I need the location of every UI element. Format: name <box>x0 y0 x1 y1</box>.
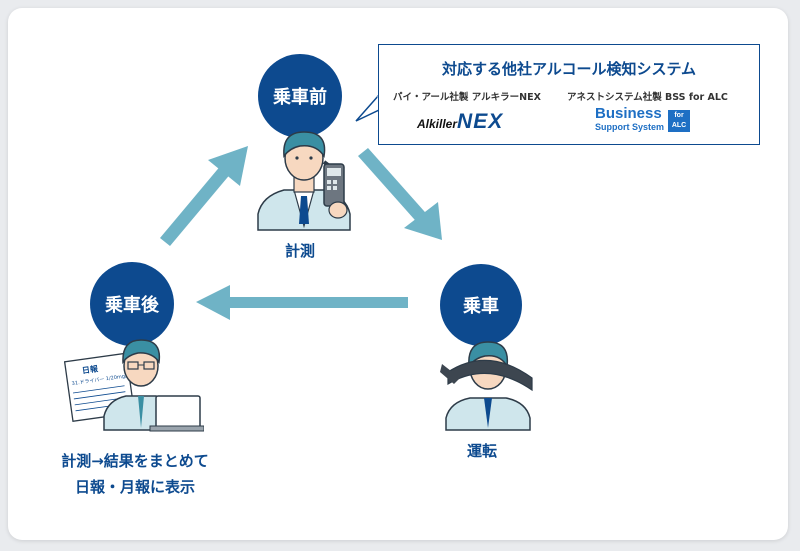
bss-for-alc-logo: Business Support System for ALC <box>595 106 691 133</box>
arrow-before-to-ride <box>358 148 442 240</box>
driver-illustration <box>440 341 533 431</box>
callout-title: 対応する他社アルコール検知システム <box>441 60 697 78</box>
step-after-ride-label: 乗車後 <box>105 295 159 316</box>
product2-caption: アネストシステム社製 BSS for ALC <box>567 92 728 103</box>
person-measuring-illustration <box>257 131 351 231</box>
compatible-systems-callout: 対応する他社アルコール検知システム パイ・アール社製 アルキラーNEX アネスト… <box>378 44 760 145</box>
alkiller-nex-logo: AlkillerNEX <box>417 110 503 134</box>
bss-for-alc-badge: for ALC <box>668 110 691 132</box>
report-label-line2: 日報・月報に表示 <box>74 478 195 496</box>
bss-logo-line2: Support System <box>595 122 665 132</box>
report-sheet-title: 日報 <box>81 363 99 375</box>
drive-label: 運転 <box>466 442 497 460</box>
alkiller-logo-prefix: Alkiller <box>417 117 458 131</box>
bss-badge-for: for <box>674 112 684 119</box>
step-after-ride-badge: 乗車後 <box>90 262 174 346</box>
step-before-ride-badge: 乗車前 <box>258 54 342 138</box>
arrow-ride-to-after <box>196 285 408 320</box>
bss-logo-line1: Business <box>595 105 662 122</box>
product1-caption: パイ・アール社製 アルキラーNEX <box>393 92 541 103</box>
office-report-illustration: 日報 31.ドライバー 1/20mg/ℓ <box>64 339 204 432</box>
bss-badge-alc: ALC <box>671 122 687 129</box>
bss-logo-text: Business Support System <box>595 106 664 133</box>
measure-label: 計測 <box>284 242 315 260</box>
step-before-ride-label: 乗車前 <box>273 87 327 108</box>
report-label: 計測→結果をまとめて 日報・月報に表示 <box>30 448 240 500</box>
step-ride-label: 乗車 <box>463 296 499 317</box>
step-ride-badge: 乗車 <box>440 264 522 346</box>
nex-logo-main: NEX <box>457 110 504 133</box>
arrow-after-to-before <box>160 146 248 246</box>
report-label-line1: 計測→結果をまとめて <box>61 452 209 470</box>
